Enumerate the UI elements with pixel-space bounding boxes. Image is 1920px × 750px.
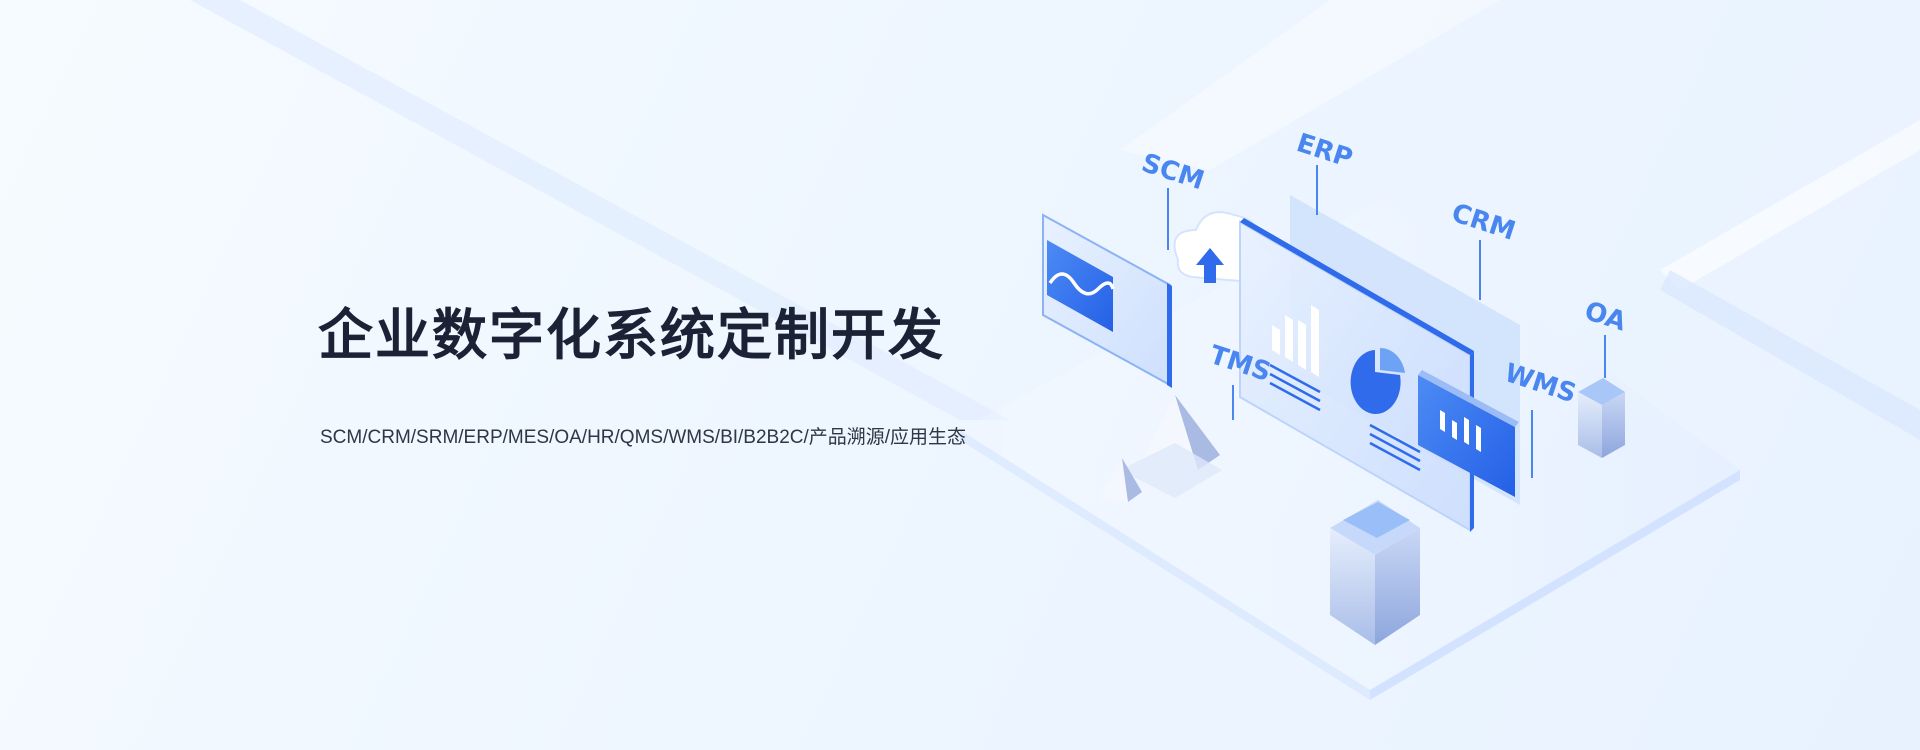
hero-title: 企业数字化系统定制开发 <box>318 303 946 367</box>
oa-cube <box>1578 378 1625 458</box>
server-tower <box>1330 500 1420 645</box>
label-oa: OA <box>1581 296 1630 337</box>
pyramid-small <box>1100 458 1142 502</box>
dashboard-panel <box>1239 218 1474 532</box>
pyramid-large <box>1120 395 1222 498</box>
label-erp: ERP <box>1293 128 1356 174</box>
wms-card <box>1418 370 1519 497</box>
bar-chart-icon <box>1272 305 1319 377</box>
hero-subtitle: SCM/CRM/SRM/ERP/MES/OA/HR/QMS/WMS/BI/B2B… <box>320 427 967 448</box>
label-crm: CRM <box>1448 198 1519 247</box>
scm-panel <box>1042 213 1172 388</box>
wave-chart-icon <box>1048 272 1115 296</box>
label-scm: SCM <box>1138 148 1208 196</box>
pie-chart-icon <box>1350 347 1405 414</box>
